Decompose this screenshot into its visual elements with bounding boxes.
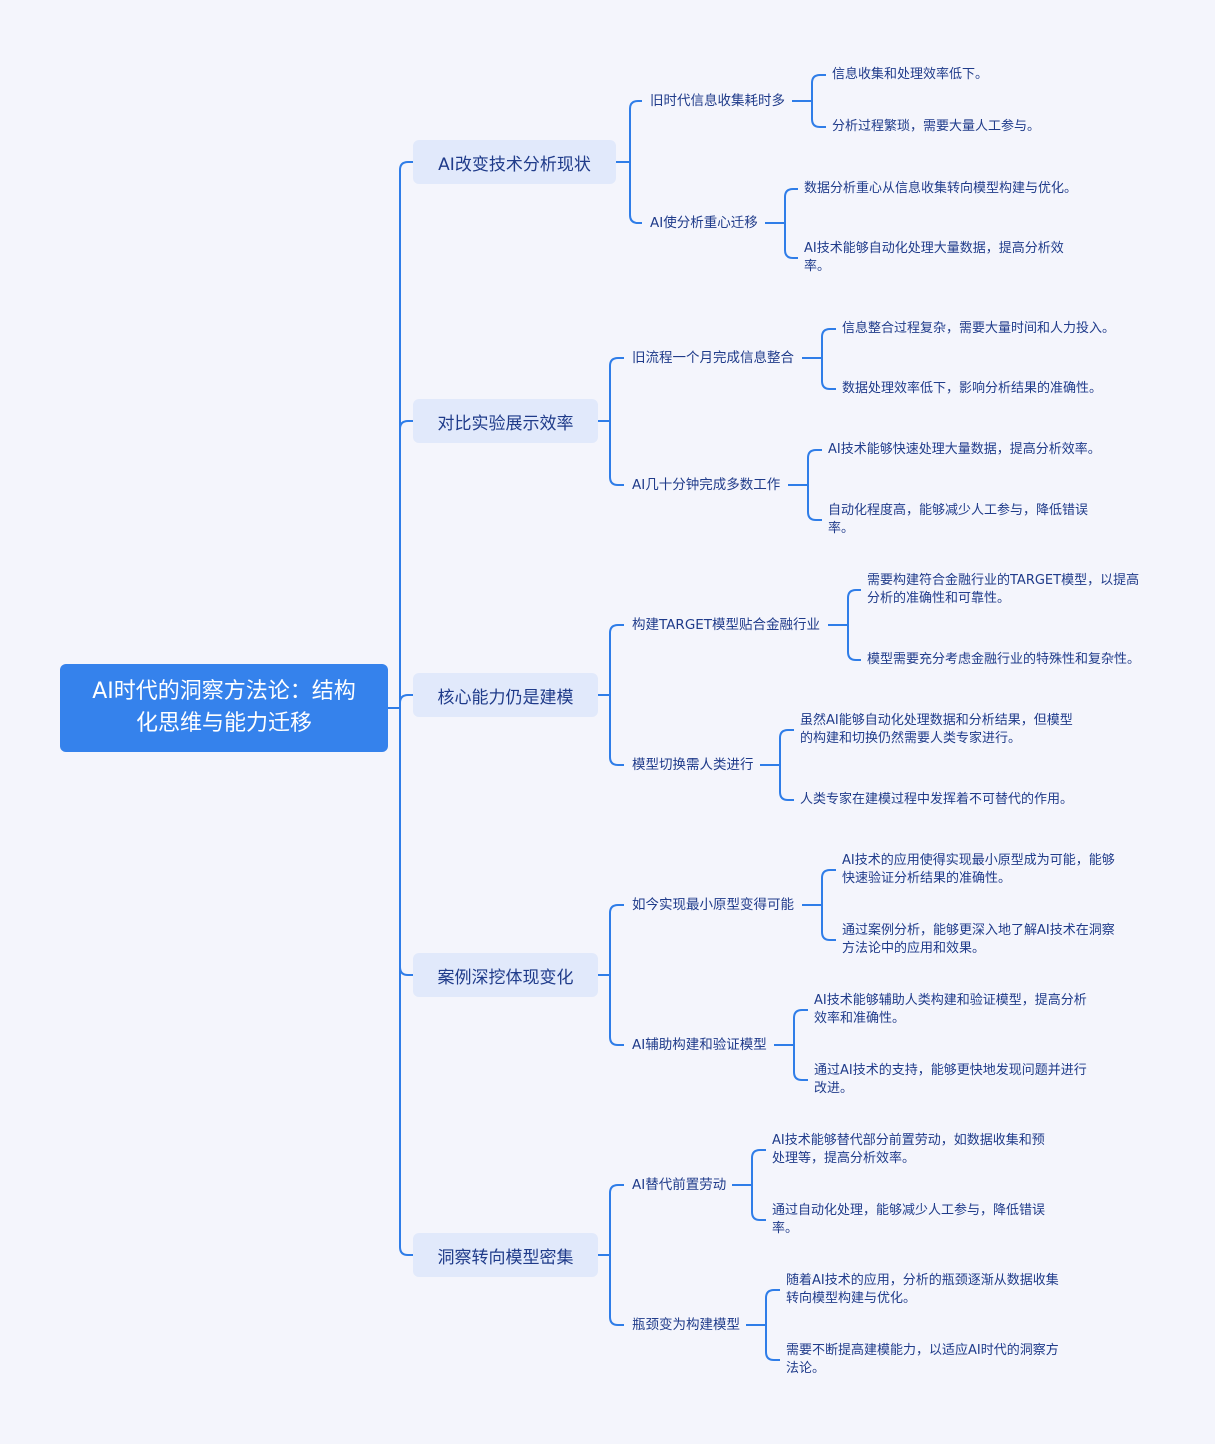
leaf-node[interactable]: 通过自动化处理，能够减少人工参与，降低错误率。 xyxy=(772,1203,1046,1236)
subtopic-connector-edge xyxy=(821,905,836,941)
leaf-node[interactable]: 通过AI技术的支持，能够更快地发现问题并进行改进。 xyxy=(814,1063,1087,1096)
subtopic-node[interactable]: 瓶颈变为构建模型 xyxy=(632,1317,740,1333)
leaf-node[interactable]: 数据分析重心从信息收集转向模型构建与优化。 xyxy=(804,181,1078,196)
root-node[interactable]: AI时代的洞察方法论：结构化思维与能力迁移 xyxy=(60,664,388,752)
leaf-node[interactable]: 自动化程度高，能够减少人工参与，降低错误率。 xyxy=(828,503,1089,536)
subtopic-connector-edge xyxy=(821,869,836,905)
subtopic-node[interactable]: 模型切换需人类进行 xyxy=(632,757,754,773)
subtopic-node[interactable]: 构建TARGET模型贴合金融行业 xyxy=(632,617,821,633)
subtopic-node[interactable]: 如今实现最小原型变得可能 xyxy=(632,897,794,913)
subtopic-connector-edge xyxy=(793,1045,808,1081)
branch-connector-edge xyxy=(609,421,624,486)
leaf-node[interactable]: 虽然AI能够自动化处理数据和分析结果，但模型的构建和切换仍然需要人类专家进行。 xyxy=(800,713,1073,746)
trunk-connector-edge xyxy=(399,420,413,708)
subtopic-connector-edge xyxy=(847,625,861,661)
leaf-node[interactable]: 信息整合过程复杂，需要大量时间和人力投入。 xyxy=(842,321,1116,336)
subtopic-connector-edge xyxy=(807,485,822,521)
subtopic-node[interactable]: AI替代前置劳动 xyxy=(632,1177,727,1193)
branch-connector-edge xyxy=(629,100,642,162)
branch-connector-edge xyxy=(609,975,624,1046)
branch-node[interactable]: 案例深挖体现变化 xyxy=(413,953,598,997)
subtopic-connector-edge xyxy=(765,1289,780,1325)
leaf-node[interactable]: AI技术的应用使得实现最小原型成为可能，能够快速验证分析结果的准确性。 xyxy=(842,853,1115,886)
branch-node[interactable]: 洞察转向模型密集 xyxy=(413,1233,598,1277)
leaf-node[interactable]: AI技术能够快速处理大量数据，提高分析效率。 xyxy=(828,442,1101,457)
branch-node[interactable]: 核心能力仍是建模 xyxy=(413,673,598,717)
subtopic-node[interactable]: AI辅助构建和验证模型 xyxy=(632,1037,767,1053)
leaf-node[interactable]: 人类专家在建模过程中发挥着不可替代的作用。 xyxy=(800,792,1074,807)
subtopic-node[interactable]: 旧时代信息收集耗时多 xyxy=(650,93,785,109)
leaf-node[interactable]: 随着AI技术的应用，分析的瓶颈逐渐从数据收集转向模型构建与优化。 xyxy=(786,1273,1059,1306)
subtopic-connector-edge xyxy=(821,358,836,390)
subtopic-connector-edge xyxy=(751,1149,766,1185)
subtopic-node[interactable]: AI几十分钟完成多数工作 xyxy=(632,477,781,493)
branch-connector-edge xyxy=(609,904,624,975)
subtopic-connector-edge xyxy=(779,729,794,765)
trunk-connector-edge xyxy=(399,694,413,708)
trunk-connector-edge xyxy=(399,708,413,976)
subtopic-connector-edge xyxy=(847,589,861,625)
trunk-connector-edge xyxy=(399,161,413,708)
branch-connector-edge xyxy=(609,1255,624,1326)
subtopic-connector-edge xyxy=(821,328,836,358)
subtopic-connector-edge xyxy=(811,74,826,101)
branch-node[interactable]: AI改变技术分析现状 xyxy=(413,140,616,184)
leaf-node[interactable]: 通过案例分析，能够更深入地了解AI技术在洞察方法论中的应用和效果。 xyxy=(842,923,1115,956)
leaf-node[interactable]: AI技术能够自动化处理大量数据，提高分析效率。 xyxy=(804,241,1064,274)
subtopic-connector-edge xyxy=(784,223,798,259)
subtopic-connector-edge xyxy=(793,1009,808,1045)
subtopic-node[interactable]: 旧流程一个月完成信息整合 xyxy=(632,350,794,366)
leaf-node[interactable]: 需要不断提高建模能力，以适应AI时代的洞察方法论。 xyxy=(786,1343,1059,1376)
trunk-connector-edge xyxy=(399,708,413,1256)
leaf-node[interactable]: 数据处理效率低下，影响分析结果的准确性。 xyxy=(842,381,1103,396)
subtopic-connector-edge xyxy=(784,188,798,223)
subtopic-connector-edge xyxy=(751,1185,766,1221)
branch-connector-edge xyxy=(609,357,624,421)
branch-connector-edge xyxy=(609,1184,624,1255)
branch-connector-edge xyxy=(629,162,642,224)
branch-connector-edge xyxy=(609,695,624,766)
leaf-node[interactable]: 信息收集和处理效率低下。 xyxy=(832,67,989,82)
subtopic-connector-edge xyxy=(779,765,794,801)
subtopic-connector-edge xyxy=(765,1325,780,1361)
leaf-node[interactable]: 需要构建符合金融行业的TARGET模型，以提高分析的准确性和可靠性。 xyxy=(867,573,1140,606)
branch-connector-edge xyxy=(609,624,624,695)
subtopic-connector-edge xyxy=(811,101,826,128)
leaf-node[interactable]: 模型需要充分考虑金融行业的特殊性和复杂性。 xyxy=(867,652,1141,667)
subtopic-node[interactable]: AI使分析重心迁移 xyxy=(650,215,758,231)
subtopic-connector-edge xyxy=(807,449,822,485)
leaf-node[interactable]: AI技术能够辅助人类构建和验证模型，提高分析效率和准确性。 xyxy=(814,993,1087,1026)
leaf-node[interactable]: 分析过程繁琐，需要大量人工参与。 xyxy=(832,119,1041,134)
root-title: AI时代的洞察方法论：结构化思维与能力迁移 xyxy=(92,679,356,736)
branch-node[interactable]: 对比实验展示效率 xyxy=(413,399,598,443)
leaf-node[interactable]: AI技术能够替代部分前置劳动，如数据收集和预处理等，提高分析效率。 xyxy=(772,1133,1045,1166)
